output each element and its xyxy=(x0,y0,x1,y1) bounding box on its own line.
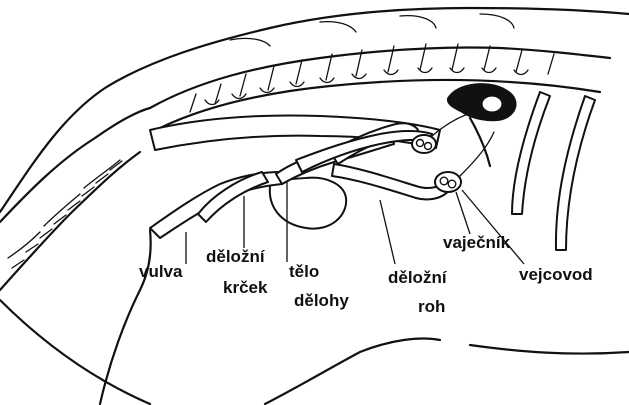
label-ovary: vaječník xyxy=(443,233,511,252)
ovary-upper xyxy=(412,135,436,153)
ribs xyxy=(512,92,595,250)
label-cervix-line1: děložní xyxy=(206,247,266,266)
label-uterine-horn-line2: roh xyxy=(418,297,445,316)
label-vulva: vulva xyxy=(139,262,183,281)
label-oviduct: vejcovod xyxy=(519,265,593,284)
label-uterine-body-line2: dělohy xyxy=(294,291,349,310)
tail xyxy=(0,108,151,404)
kidney xyxy=(448,84,516,166)
label-cervix-line2: krček xyxy=(223,278,268,297)
label-uterine-horn-line1: děložní xyxy=(388,268,448,287)
vagina xyxy=(150,172,282,238)
ligament-lines xyxy=(432,112,494,176)
bladder xyxy=(270,178,346,229)
ovary-lower xyxy=(435,172,461,192)
label-uterine-body-line1: tělo xyxy=(289,262,319,281)
